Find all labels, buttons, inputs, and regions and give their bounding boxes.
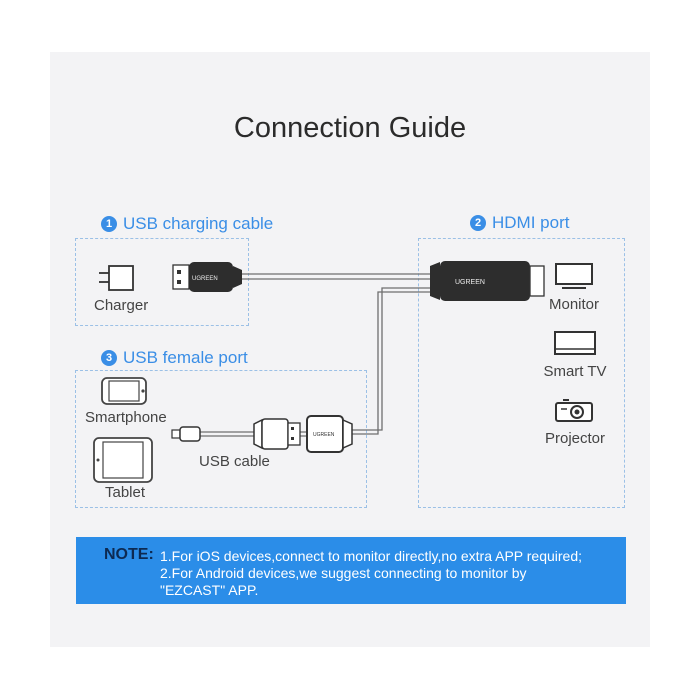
usb-charging-box — [75, 238, 249, 326]
hdmi-box — [418, 238, 625, 508]
section-number-badge: 1 — [101, 216, 117, 232]
smart-tv-label: Smart TV — [543, 363, 607, 380]
monitor-icon — [555, 263, 593, 289]
charger-icon — [99, 265, 134, 291]
note-line-1: 1.For iOS devices,connect to monitor dir… — [160, 548, 583, 564]
usb-female-plug-icon: UGREEN — [306, 415, 353, 453]
section-number-badge: 2 — [470, 215, 486, 231]
tablet-icon — [93, 437, 153, 483]
brand-text: UGREEN — [455, 279, 485, 286]
section-number-badge: 3 — [101, 350, 117, 366]
section-label: HDMI port — [492, 213, 570, 232]
section-usb-female: 3 USB female port — [101, 348, 248, 368]
section-hdmi: 2 HDMI port — [470, 213, 569, 233]
note-line-3: "EZCAST" APP. — [160, 582, 259, 598]
charger-label: Charger — [94, 297, 149, 314]
usb-female-box — [75, 370, 367, 508]
usb-charging-plug-icon: UGREEN — [172, 262, 242, 292]
hdmi-plug-icon: UGREEN — [430, 261, 545, 301]
projector-label: Projector — [544, 430, 606, 447]
projector-icon — [555, 399, 593, 422]
smart-tv-icon — [554, 331, 596, 355]
section-usb-charging: 1 USB charging cable — [101, 214, 273, 234]
note-banner: NOTE: 1.For iOS devices,connect to monit… — [76, 537, 626, 604]
section-label: USB female port — [123, 348, 248, 367]
page-title: Connection Guide — [233, 112, 467, 144]
brand-text: UGREEN — [192, 276, 218, 282]
monitor-label: Monitor — [548, 296, 600, 313]
note-line-2: 2.For Android devices,we suggest connect… — [160, 565, 527, 581]
micro-usb-plug-icon — [171, 426, 201, 442]
usb-cable-label: USB cable — [199, 453, 270, 470]
usb-a-plug-icon — [253, 418, 301, 450]
note-label: NOTE: — [104, 546, 154, 563]
smartphone-label: Smartphone — [85, 409, 167, 426]
tablet-label: Tablet — [105, 484, 146, 501]
brand-text: UGREEN — [313, 432, 335, 438]
section-label: USB charging cable — [123, 214, 274, 233]
smartphone-icon — [101, 377, 147, 405]
